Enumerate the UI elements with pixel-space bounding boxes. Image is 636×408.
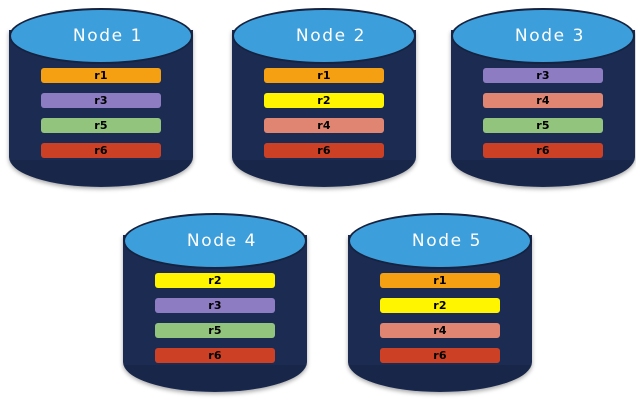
replica-list: r1 r2 r4 r6	[380, 273, 500, 363]
node-title: Node 3	[514, 25, 586, 46]
replica-bar-r3[interactable]: r3	[41, 93, 161, 108]
replica-bar-r4[interactable]: r4	[483, 93, 603, 108]
replica-bar-r6[interactable]: r6	[155, 348, 275, 363]
replica-bar-r5[interactable]: r5	[483, 118, 603, 133]
replica-bar-r4[interactable]: r4	[380, 323, 500, 338]
replica-bar-r4[interactable]: r4	[264, 118, 384, 133]
replica-bar-r1[interactable]: r1	[264, 68, 384, 83]
replica-bar-r5[interactable]: r5	[41, 118, 161, 133]
node-title: Node 2	[295, 25, 367, 46]
cylinder-bottom-shade	[350, 365, 530, 391]
replica-list: r3 r4 r5 r6	[483, 68, 603, 158]
replica-bar-r6[interactable]: r6	[264, 143, 384, 158]
replica-bar-r6[interactable]: r6	[380, 348, 500, 363]
replica-bar-r3[interactable]: r3	[155, 298, 275, 313]
replica-bar-r6[interactable]: r6	[483, 143, 603, 158]
replica-list: r1 r3 r5 r6	[41, 68, 161, 158]
database-node-3[interactable]: Node 3 r3 r4 r5 r6	[451, 8, 635, 193]
replica-bar-r5[interactable]: r5	[155, 323, 275, 338]
node-title: Node 5	[411, 230, 483, 251]
database-node-2[interactable]: Node 2 r1 r2 r4 r6	[232, 8, 416, 193]
cylinder-top-icon: Node 4	[123, 213, 307, 269]
replica-bar-r2[interactable]: r2	[264, 93, 384, 108]
cylinder-bottom-shade	[125, 365, 305, 391]
replica-bar-r3[interactable]: r3	[483, 68, 603, 83]
cylinder-bottom-shade	[11, 160, 191, 186]
database-node-5[interactable]: Node 5 r1 r2 r4 r6	[348, 213, 532, 398]
cylinder-bottom-shade	[234, 160, 414, 186]
replica-bar-r2[interactable]: r2	[380, 298, 500, 313]
cylinder-top-icon: Node 2	[232, 8, 416, 64]
replica-bar-r2[interactable]: r2	[155, 273, 275, 288]
database-node-4[interactable]: Node 4 r2 r3 r5 r6	[123, 213, 307, 398]
replica-bar-r1[interactable]: r1	[41, 68, 161, 83]
replica-list: r2 r3 r5 r6	[155, 273, 275, 363]
cylinder-bottom-shade	[453, 160, 633, 186]
cylinder-top-icon: Node 5	[348, 213, 532, 269]
node-title: Node 1	[72, 25, 144, 46]
cylinder-top-icon: Node 1	[9, 8, 193, 64]
replica-bar-r6[interactable]: r6	[41, 143, 161, 158]
database-node-1[interactable]: Node 1 r1 r3 r5 r6	[9, 8, 193, 193]
node-title: Node 4	[186, 230, 258, 251]
cylinder-top-icon: Node 3	[451, 8, 635, 64]
replica-list: r1 r2 r4 r6	[264, 68, 384, 158]
replica-bar-r1[interactable]: r1	[380, 273, 500, 288]
